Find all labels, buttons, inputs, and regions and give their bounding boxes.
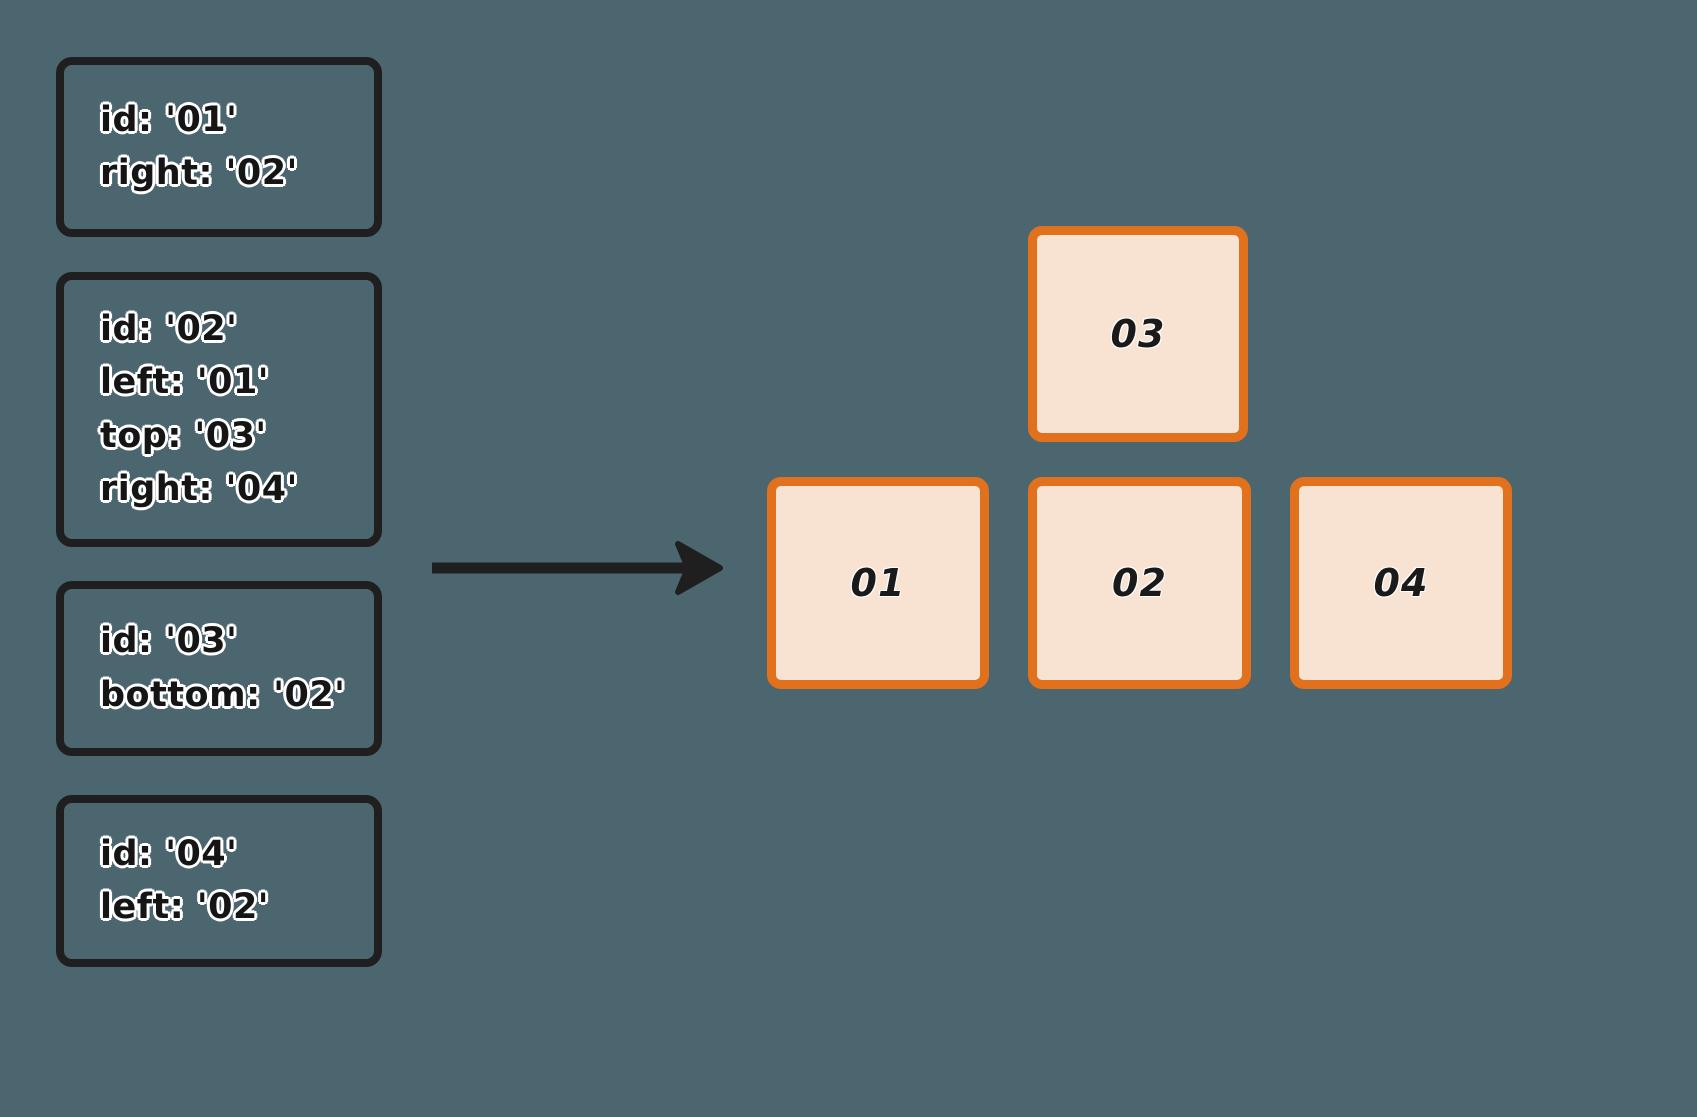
- spec-line: id: '04': [98, 832, 239, 876]
- layout-tile-04[interactable]: 04: [1290, 477, 1512, 689]
- spec-card-01: id: '01' right: '02': [56, 57, 382, 237]
- tile-label: 01: [850, 561, 906, 605]
- spec-line: id: '03': [98, 619, 239, 663]
- arrow-right-icon: [432, 541, 723, 595]
- layout-tile-01[interactable]: 01: [767, 477, 989, 689]
- spec-line: right: '02': [98, 151, 299, 195]
- spec-card-02: id: '02' left: '01' top: '03' right: '04…: [56, 272, 382, 547]
- tile-label: 03: [1110, 312, 1166, 356]
- spec-line: left: '01': [98, 360, 271, 404]
- spec-line: bottom: '02': [98, 672, 347, 716]
- spec-card-04: id: '04' left: '02': [56, 795, 382, 967]
- spec-line: right: '04': [98, 467, 299, 511]
- spec-line: left: '02': [98, 885, 271, 929]
- tile-label: 02: [1112, 561, 1167, 605]
- layout-tile-03[interactable]: 03: [1028, 226, 1248, 442]
- spec-line: id: '02': [98, 307, 239, 351]
- spec-line: top: '03': [98, 413, 268, 457]
- spec-line: id: '01': [98, 98, 239, 142]
- layout-tile-02[interactable]: 02: [1028, 477, 1251, 689]
- spec-card-03: id: '03' bottom: '02': [56, 581, 382, 756]
- tile-label: 04: [1373, 561, 1429, 605]
